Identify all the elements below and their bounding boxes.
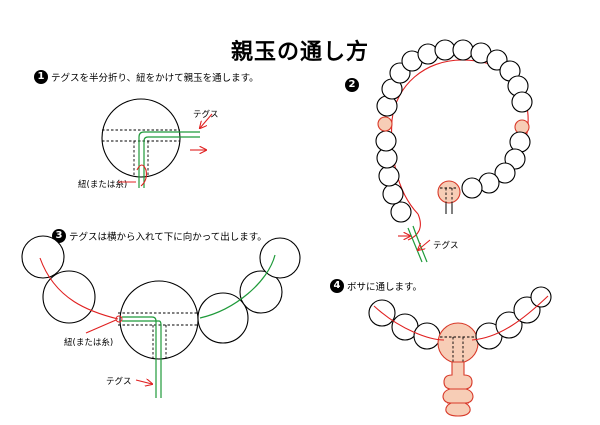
- bead: [445, 204, 453, 214]
- page-title: 親玉の通し方: [230, 40, 369, 65]
- step-2-tegusu-line: [407, 227, 423, 263]
- step-2-tegusu-pointer: [418, 239, 431, 250]
- bead: [259, 237, 301, 279]
- bead: [530, 286, 552, 308]
- bead: [42, 270, 96, 324]
- step-1-tegusu-line: [143, 136, 200, 188]
- step-3-tegusu-end: [199, 254, 276, 319]
- step-4-diagram: [368, 286, 552, 417]
- step-1-number: 1: [34, 70, 48, 84]
- step-1-tegusu-line: [138, 131, 200, 188]
- step-3-himo-pointer: [85, 319, 117, 334]
- step-1-tegusu-label: テグス: [193, 110, 219, 120]
- step-1-caption: 1 テグスを半分折り、紐をかけて親玉を通します。: [34, 70, 259, 84]
- step-4-oya-dama-bead: [437, 322, 479, 364]
- bead: [239, 270, 283, 314]
- bead: [115, 315, 123, 323]
- step-1-diagram: [101, 98, 213, 188]
- bead: [495, 311, 523, 339]
- bead: [382, 183, 404, 205]
- bead: [21, 235, 65, 279]
- bead: [378, 165, 400, 187]
- bead: [413, 322, 441, 350]
- bead: [452, 39, 474, 61]
- step-2-number: 2: [345, 78, 359, 92]
- step-4-text: ボサに通します。: [347, 282, 423, 293]
- step-2-caption: 2: [345, 78, 362, 92]
- step-2-diagram: [375, 39, 533, 263]
- step-1-himo-label: 紐(または糸): [78, 180, 128, 190]
- step-3-tegusu-line: [122, 320, 162, 398]
- step-2-tegusu-label: テグス: [433, 241, 459, 251]
- step-3-himo-label: 紐(または糸): [64, 338, 114, 348]
- bead: [377, 116, 393, 132]
- bead: [511, 91, 533, 113]
- bead: [390, 201, 412, 223]
- step-1-text: テグスを半分折り、紐をかけて親玉を通します。: [51, 73, 259, 84]
- bead: [494, 162, 516, 184]
- bead: [447, 388, 469, 404]
- step-3-diagram: [21, 235, 301, 398]
- step-2-tegusu-line: [412, 225, 428, 263]
- step-2-oya-dama-bead: [437, 180, 461, 204]
- step-1-oya-dama-bead: [101, 98, 181, 178]
- step-1-tegusu-pointer: [200, 113, 213, 128]
- step-4-number: 4: [330, 279, 344, 293]
- bead: [375, 130, 397, 152]
- step-1-himo-loop: [136, 164, 147, 187]
- step-3-tegusu-pointer: [135, 380, 152, 384]
- bead: [197, 292, 249, 344]
- step-4-caption: 4 ボサに通します。: [330, 279, 422, 293]
- step-3-text: テグスは横から入れて下に向かって出します。: [69, 232, 267, 243]
- bead: [461, 177, 483, 199]
- step-4-string: [373, 295, 549, 341]
- step-3-string: [39, 257, 119, 320]
- step-3-tegusu-label: テグス: [106, 377, 132, 387]
- bead: [434, 39, 456, 61]
- step-3-oya-dama-bead: [119, 280, 199, 360]
